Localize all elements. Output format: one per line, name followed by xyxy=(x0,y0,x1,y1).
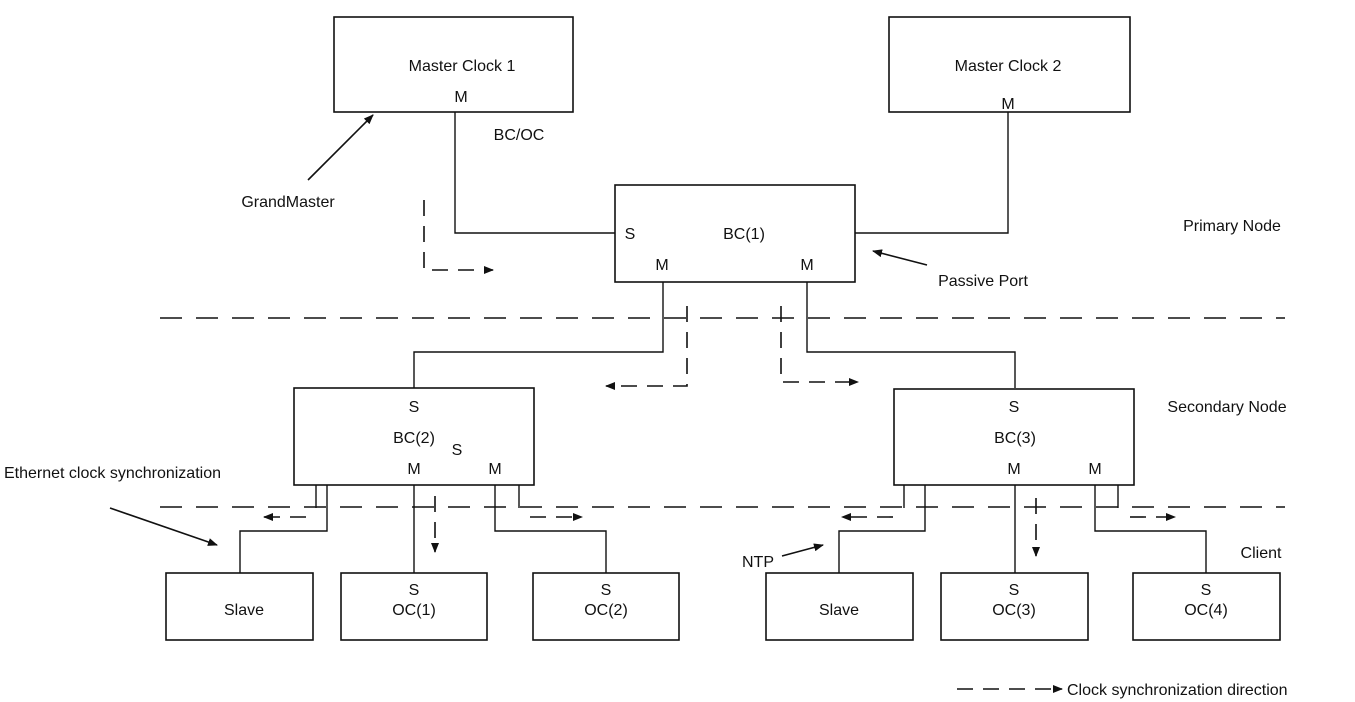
oc2-label: OC(2) xyxy=(584,602,628,619)
bc3-port-m2: M xyxy=(1088,461,1101,478)
oc3-port: S xyxy=(1009,582,1020,599)
wire-bc2-to-slave xyxy=(239,485,328,573)
bc1-port-m2: M xyxy=(800,257,813,274)
master-clock-2-label: Master Clock 2 xyxy=(955,58,1062,75)
slave-left-node: Slave xyxy=(165,572,314,641)
legend-label: Clock synchronization direction xyxy=(1067,682,1288,699)
oc4-port: S xyxy=(1201,582,1212,599)
bc2-label: BC(2) xyxy=(393,430,435,447)
bc1-label: BC(1) xyxy=(723,226,765,243)
passive-port-annotation: Passive Port xyxy=(938,273,1028,290)
bc2-port-s: S xyxy=(409,399,420,416)
slave-right-label: Slave xyxy=(819,602,859,619)
slave-right-node: Slave xyxy=(765,572,914,641)
wire-bc1-to-bc3 xyxy=(806,282,1016,388)
sync-direction-arrows xyxy=(263,200,1176,557)
bc2-node: S BC(2) S M M xyxy=(293,387,535,486)
oc3-label: OC(3) xyxy=(992,602,1036,619)
master-clock-1-label: Master Clock 1 xyxy=(409,58,516,75)
slave-left-label: Slave xyxy=(224,602,264,619)
ntp-annotation: NTP xyxy=(742,554,774,571)
bc1-node: BC(1) S M M xyxy=(614,184,856,283)
ethernet-sync-annotation: Ethernet clock synchronization xyxy=(4,465,221,482)
master-clock-2-port: M xyxy=(1001,96,1014,113)
wire-bc3-to-oc4 xyxy=(1094,485,1207,573)
connection-wires xyxy=(239,112,1207,573)
grandmaster-pointer xyxy=(307,114,374,181)
secondary-node-label: Secondary Node xyxy=(1167,399,1286,416)
wire-mc1-to-bc1 xyxy=(454,112,615,234)
bc3-port-m1: M xyxy=(1007,461,1020,478)
primary-node-label: Primary Node xyxy=(1183,218,1281,235)
grandmaster-annotation: GrandMaster xyxy=(241,194,335,211)
oc2-node: S OC(2) xyxy=(532,572,680,641)
ntp-pointer xyxy=(781,543,824,557)
ethernet-sync-pointer xyxy=(109,507,218,546)
bc1-port-s: S xyxy=(625,226,636,243)
sync-arrow-bc1-bc2 xyxy=(605,306,688,390)
client-label: Client xyxy=(1241,545,1282,562)
oc1-node: S OC(1) xyxy=(340,572,488,641)
bc3-port-s: S xyxy=(1009,399,1020,416)
master-clock-1-port: M xyxy=(454,89,467,106)
bc2-port-m1: M xyxy=(407,461,420,478)
bc3-label: BC(3) xyxy=(994,430,1036,447)
oc2-port: S xyxy=(601,582,612,599)
oc4-label: OC(4) xyxy=(1184,602,1228,619)
oc3-node: S OC(3) xyxy=(940,572,1089,641)
bc1-port-m1: M xyxy=(655,257,668,274)
passive-port-pointer xyxy=(872,249,928,266)
bc3-node: S BC(3) M M xyxy=(893,388,1135,486)
master-clock-2: Master Clock 2 M xyxy=(888,16,1131,113)
bc-oc-annotation: BC/OC xyxy=(494,127,545,144)
sync-arrow-mc1-bc1 xyxy=(423,200,494,274)
wire-bc1-to-bc2 xyxy=(413,282,664,388)
bc2-port-s-inner: S xyxy=(452,442,463,459)
bc2-port-m2: M xyxy=(488,461,501,478)
wire-bc2-to-oc2 xyxy=(494,485,607,573)
wire-bc3-to-slave xyxy=(838,485,926,573)
oc4-node: S OC(4) xyxy=(1132,572,1281,641)
oc1-port: S xyxy=(409,582,420,599)
master-clock-1: Master Clock 1 M xyxy=(333,16,574,113)
wire-mc2-to-bc1 xyxy=(855,112,1009,234)
legend: Clock synchronization direction xyxy=(957,682,1288,699)
oc1-label: OC(1) xyxy=(392,602,436,619)
